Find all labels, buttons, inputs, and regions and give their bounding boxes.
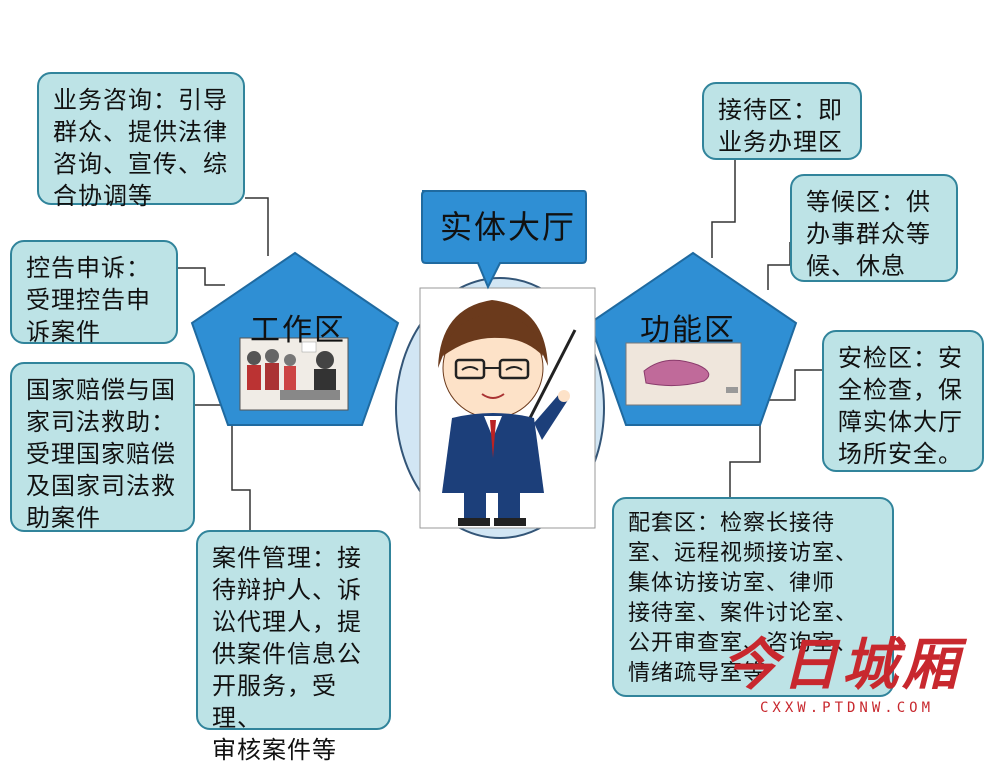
connector-security: [760, 369, 822, 401]
center-title: 实体大厅: [440, 208, 577, 246]
box-state-compensation-text: 国家赔偿与国 家司法救助： 受理国家赔偿 及国家司法救 助案件: [26, 376, 176, 532]
function-area-pentagon: [588, 251, 798, 426]
connector-supporting: [729, 410, 761, 500]
box-complaint-text: 控告申诉： 受理控告申 诉案件: [26, 254, 151, 346]
connector-case-mgmt: [231, 420, 251, 532]
work-area-label: 工作区: [250, 313, 346, 348]
pointer-stick: [528, 329, 577, 419]
box-consultation-text: 业务咨询：引导 群众、提供法律 咨询、宣传、综 合协调等: [53, 86, 228, 210]
connector-consult: [245, 197, 269, 256]
box-security-text: 安检区：安 全检查，保 障实体大厅 场所安全。: [838, 344, 963, 468]
box-supporting-text: 配套区：检察长接待 室、远程视频接访室、 集体访接访室、律师 接待室、案件讨论室…: [628, 511, 859, 686]
watermark-url: CXXW.PTDNW.COM: [760, 700, 935, 716]
function-area-label: 功能区: [640, 313, 736, 348]
connector-complaint: [178, 267, 225, 286]
box-waiting: 等候区：供 办事群众等 候、休息: [790, 174, 958, 282]
box-state-compensation: 国家赔偿与国 家司法救助： 受理国家赔偿 及国家司法救 助案件: [10, 362, 195, 532]
box-waiting-text: 等候区：供 办事群众等 候、休息: [806, 188, 931, 280]
function-area-picture: [625, 342, 742, 406]
box-reception-text: 接待区：即 业务办理区: [718, 96, 843, 156]
watermark-logo: 今日城厢: [722, 632, 962, 698]
box-case-management-text: 案件管理：接 待辩护人、诉 讼代理人，提 供案件信息公 开服务，受理、 审核案件…: [212, 544, 362, 764]
work-area-picture: [239, 337, 349, 411]
box-case-management: 案件管理：接 待辩护人、诉 讼代理人，提 供案件信息公 开服务，受理、 审核案件…: [196, 530, 391, 764]
connector-reception: [711, 160, 736, 258]
center-callout: [421, 190, 587, 290]
box-reception: 接待区：即 业务办理区: [702, 82, 862, 160]
box-complaint: 控告申诉： 受理控告申 诉案件: [10, 240, 178, 346]
box-consultation: 业务咨询：引导 群众、提供法律 咨询、宣传、综 合协调等: [37, 72, 245, 210]
work-area-pentagon: [190, 251, 400, 426]
box-supporting: 配套区：检察长接待 室、远程视频接访室、 集体访接访室、律师 接待室、案件讨论室…: [612, 497, 894, 697]
box-security: 安检区：安 全检查，保 障实体大厅 场所安全。: [822, 330, 984, 472]
center-figure: [395, 277, 605, 539]
